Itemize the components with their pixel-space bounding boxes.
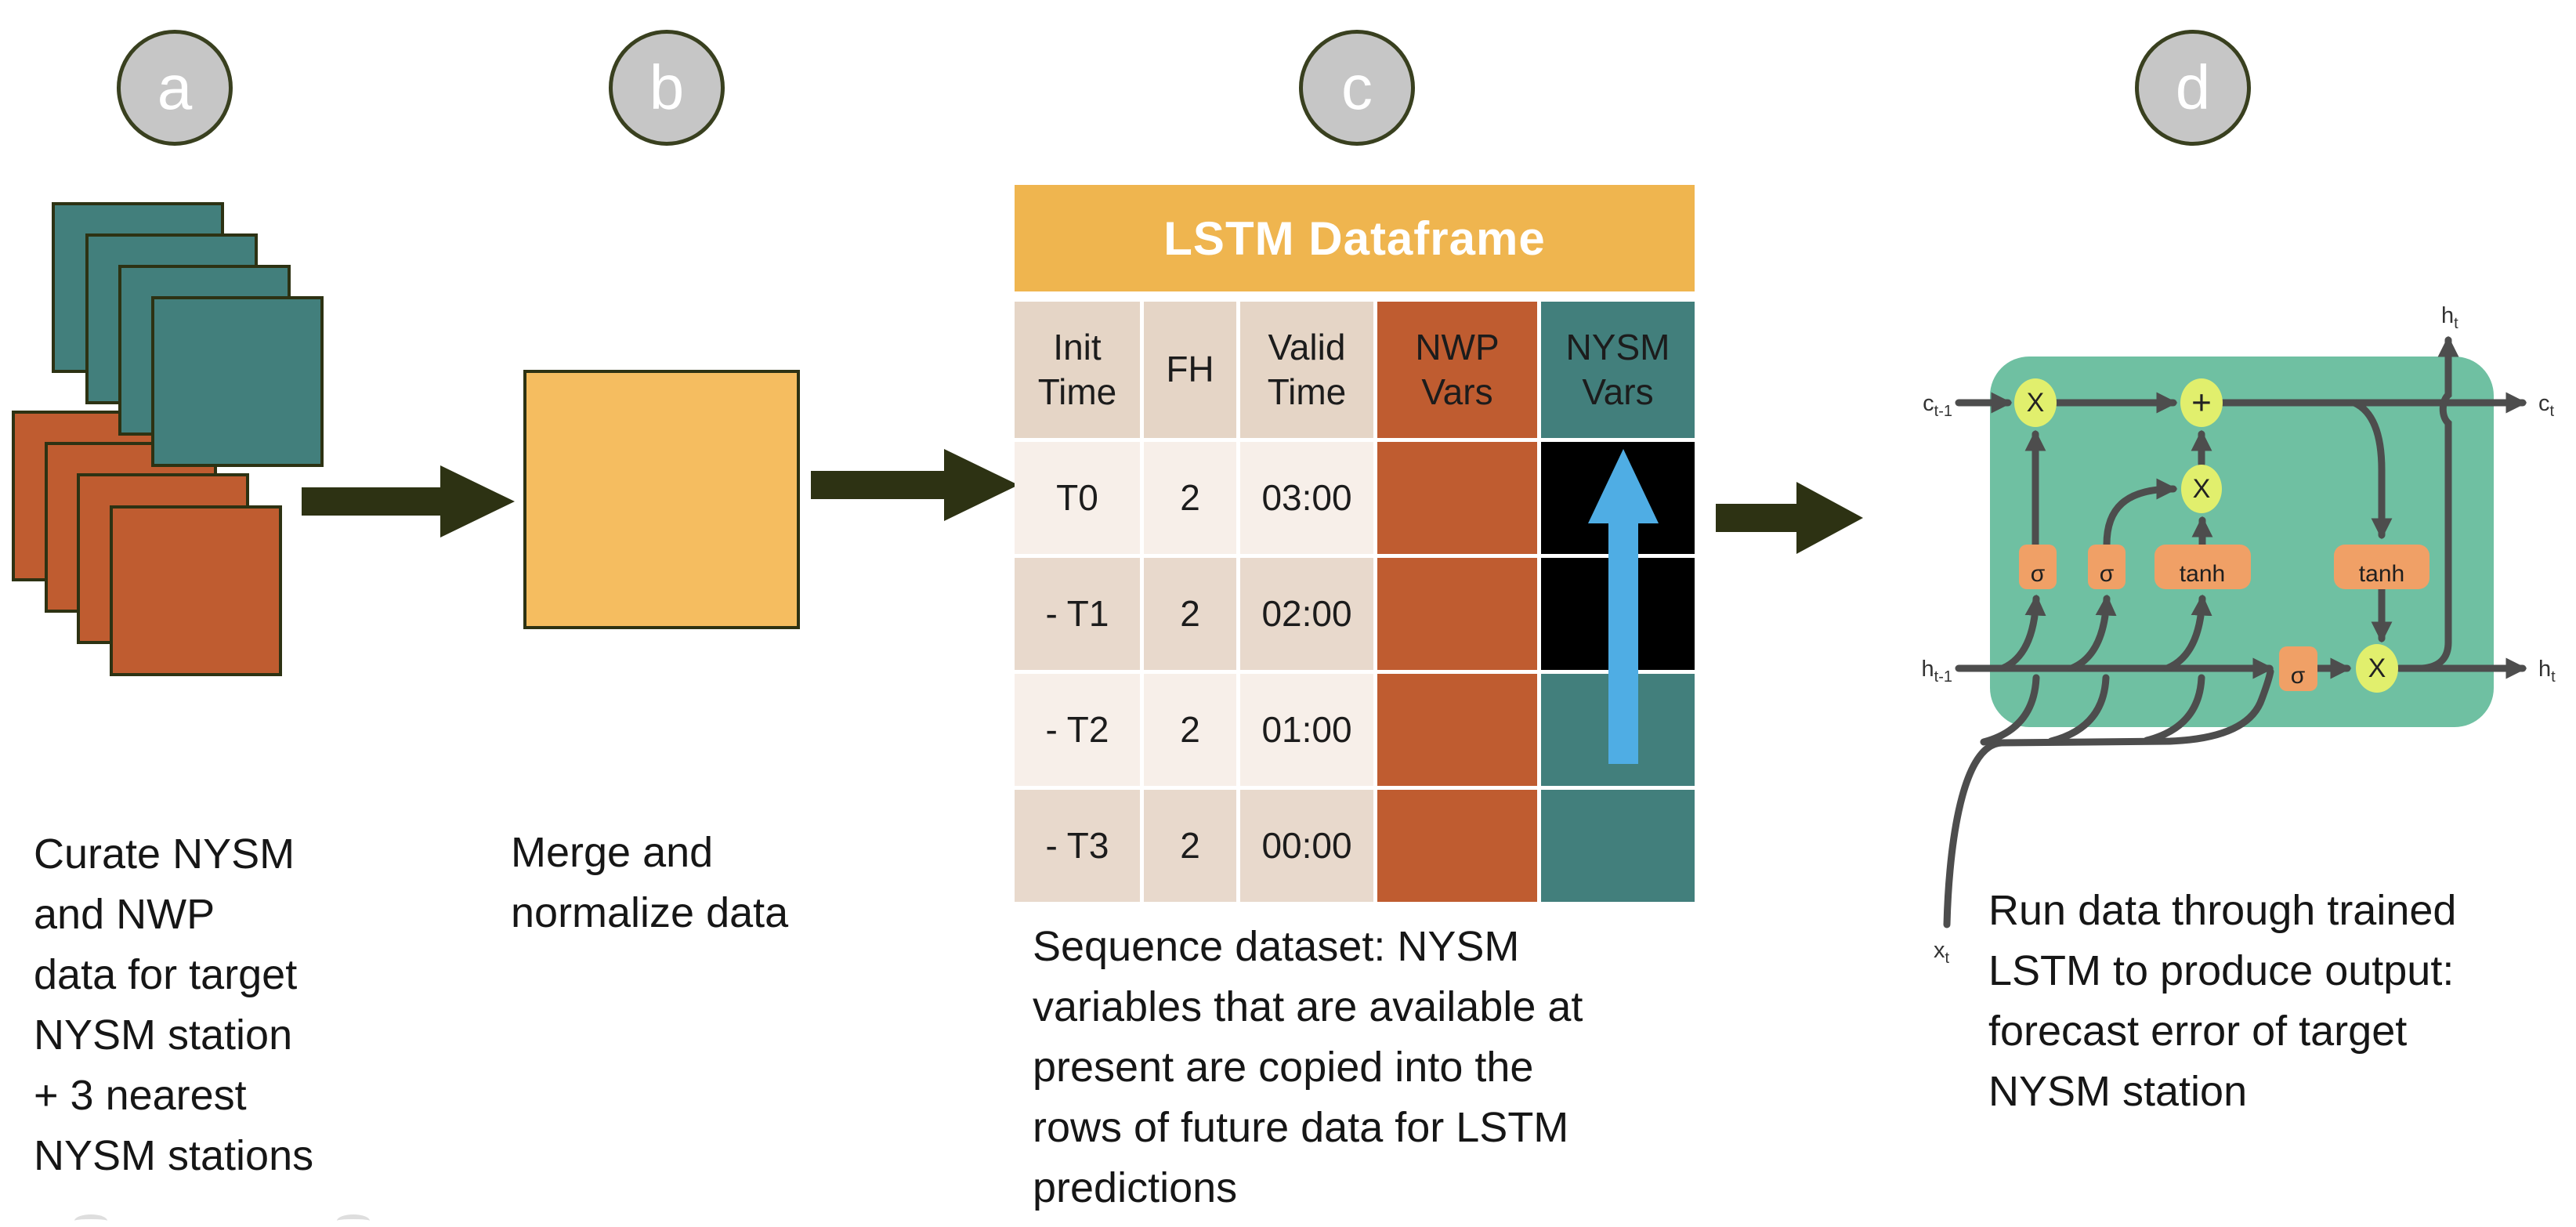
- cell-nwp-vars: [1377, 790, 1537, 902]
- cell-init-time: - T3: [1015, 790, 1140, 902]
- cell-init-time: - T1: [1015, 558, 1140, 670]
- node-symbol: X: [2027, 388, 2045, 418]
- label-h-out-top: ht: [2441, 303, 2458, 332]
- step-circle-c: c: [1299, 30, 1415, 146]
- node-multiply-forget: [2014, 378, 2057, 427]
- cell-valid-time: 02:00: [1240, 558, 1373, 670]
- step-circle-d: d: [2135, 30, 2251, 146]
- gate-label: σ: [2100, 561, 2115, 587]
- nysm-square-4: [151, 296, 324, 467]
- arrow-c-to-d: [1716, 482, 1863, 554]
- cell-fh: 2: [1144, 558, 1236, 670]
- step-circle-a: a: [117, 30, 233, 146]
- gate-tanh-candidate: [2155, 545, 2251, 589]
- cell-fh: 2: [1144, 674, 1236, 786]
- gate-sigma-input: [2088, 545, 2126, 589]
- lstm-io-labels: ct-1 ht-1 xt ht ct ht: [1922, 303, 2556, 967]
- table-title: LSTM Dataframe: [1015, 185, 1695, 291]
- col-header-nysm-vars: NYSM Vars: [1541, 302, 1695, 438]
- lstm-pointwise-nodes: X + X X: [2014, 378, 2398, 693]
- table-grid: Init Time FH Valid Time NWP Vars NYSM Va…: [1015, 302, 1695, 902]
- gate-label: σ: [2291, 663, 2306, 689]
- cell-valid-time: 01:00: [1240, 674, 1373, 786]
- cell-init-time: T0: [1015, 442, 1140, 554]
- gate-sigma-forget: [2019, 545, 2057, 589]
- node-symbol: +: [2191, 384, 2212, 422]
- merge-square: [523, 370, 800, 629]
- node-multiply-input: [2181, 465, 2222, 513]
- lstm-cell-body: [1990, 357, 2494, 727]
- node-symbol: X: [2368, 653, 2386, 683]
- step-label-a: a: [157, 52, 193, 122]
- label-c-out: ct: [2538, 391, 2555, 420]
- step-label-d: d: [2175, 52, 2211, 122]
- cutoff-text-fragment: [337, 1214, 370, 1227]
- caption-step-c: Sequence dataset: NYSM variables that ar…: [1033, 923, 1583, 1211]
- arrow-b-to-c: [811, 449, 1018, 521]
- node-symbol: X: [2193, 474, 2211, 504]
- step-circle-b: b: [609, 30, 725, 146]
- copy-up-arrow: [1588, 449, 1659, 764]
- label-c-prev: ct-1: [1923, 391, 1952, 420]
- caption-step-d: Run data through trained LSTM to produce…: [1988, 887, 2457, 1115]
- gate-label: σ: [2031, 561, 2046, 587]
- col-header-init-time: Init Time: [1015, 302, 1140, 438]
- caption-step-b: Merge and normalize data: [511, 829, 789, 936]
- step-label-b: b: [649, 52, 685, 122]
- node-multiply-output: [2356, 644, 2398, 693]
- col-header-valid-time: Valid Time: [1240, 302, 1373, 438]
- caption-step-a: Curate NYSM and NWP data for target NYSM…: [34, 831, 314, 1179]
- cutoff-text-fragment: [74, 1214, 107, 1227]
- lstm-dataframe-table: LSTM Dataframe Init Time FH Valid Time N…: [1015, 185, 1695, 902]
- lstm-cell-diagram: σ σ tanh tanh σ X + X X ct-1 ht-1 xt h: [1912, 298, 2576, 967]
- gate-label: tanh: [2359, 561, 2404, 587]
- cell-nwp-vars: [1377, 558, 1537, 670]
- gate-label: tanh: [2180, 561, 2225, 587]
- cell-init-time: - T2: [1015, 674, 1140, 786]
- cell-fh: 2: [1144, 790, 1236, 902]
- nwp-square-4: [110, 505, 282, 676]
- step-label-c: c: [1341, 52, 1373, 122]
- lstm-gates: σ σ tanh tanh σ: [2019, 545, 2429, 691]
- col-header-nwp-vars: NWP Vars: [1377, 302, 1537, 438]
- cell-nysm-vars: [1541, 790, 1695, 902]
- cell-valid-time: 00:00: [1240, 790, 1373, 902]
- cell-nwp-vars: [1377, 442, 1537, 554]
- label-x-input: xt: [1934, 938, 1950, 964]
- label-h-out-right: ht: [2538, 657, 2556, 686]
- node-add: [2180, 378, 2223, 427]
- lstm-connections: [1943, 335, 2527, 928]
- arrow-a-to-b: [302, 465, 515, 537]
- gate-sigma-output: [2279, 646, 2317, 691]
- cell-valid-time: 03:00: [1240, 442, 1373, 554]
- col-header-fh: FH: [1144, 302, 1236, 438]
- cell-nwp-vars: [1377, 674, 1537, 786]
- gate-tanh-output: [2334, 545, 2429, 589]
- cell-fh: 2: [1144, 442, 1236, 554]
- label-h-prev: ht-1: [1922, 657, 1952, 686]
